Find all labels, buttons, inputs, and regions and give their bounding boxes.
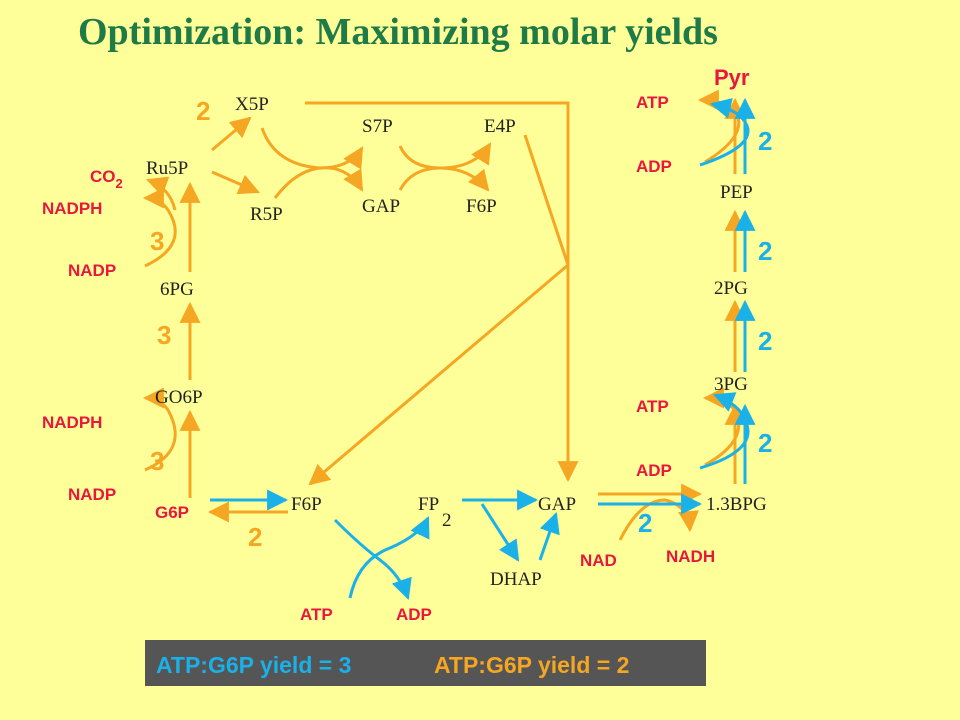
stoich-6pg: 3 xyxy=(157,320,171,350)
label-gap-top: GAP xyxy=(362,196,400,217)
arrow-e4p-junction xyxy=(523,134,570,266)
cofactor-labels: CO2 NADPH NADP NADPH NADP G6P ATP ADP NA… xyxy=(42,93,715,624)
arrow-atp-adp-pfk xyxy=(333,518,412,600)
arrow-x5p-gap xyxy=(305,101,579,483)
arrow-s7p-e4p xyxy=(398,142,492,170)
stoich-3pg: 2 xyxy=(758,326,772,356)
label-2pg: 2PG xyxy=(714,278,748,299)
label-f6p-top: F6P xyxy=(466,196,497,217)
label-nadph-2: NADPH xyxy=(42,413,102,432)
label-r5p: R5P xyxy=(250,204,283,225)
arrow-r5p-gap xyxy=(273,166,364,199)
stoich-gapdh: 2 xyxy=(638,508,652,538)
label-dhap: DHAP xyxy=(490,569,542,590)
stoich-ru5p: 3 xyxy=(150,226,164,256)
arrow-dhap-gap xyxy=(538,512,560,561)
label-co2: CO2 xyxy=(90,167,123,191)
label-nadp-1: NADP xyxy=(68,261,116,280)
label-g6p: G6P xyxy=(155,503,189,522)
metabolite-labels: X5P S7P E4P Ru5P R5P GAP F6P 6PG GO6P F6… xyxy=(146,65,767,590)
label-nadp-2: NADP xyxy=(68,485,116,504)
arrow-adp-atp-pyr-b xyxy=(699,98,750,167)
arrow-nadp-nadph-1 xyxy=(142,387,177,472)
label-pyr: Pyr xyxy=(714,65,750,90)
label-fp: FP xyxy=(418,494,439,515)
label-s7p: S7P xyxy=(362,116,393,137)
label-bpg: 1.3BPG xyxy=(706,494,767,515)
yield-box: ATP:G6P yield = 3 ATP:G6P yield = 2 xyxy=(145,640,706,686)
label-adp-bottom: ADP xyxy=(396,605,432,624)
label-nadph-1: NADPH xyxy=(42,199,102,218)
label-x5p: X5P xyxy=(235,94,269,115)
label-adp-3pg: ADP xyxy=(636,461,672,480)
arrow-fp-dhap xyxy=(480,503,520,562)
label-adp-pyr: ADP xyxy=(636,157,672,176)
stoich-f6p: 2 xyxy=(248,522,262,552)
stoich-bpg: 2 xyxy=(758,428,772,458)
label-fp-subscript: 2 xyxy=(442,510,452,531)
stoich-go6p: 3 xyxy=(150,446,164,476)
page-title: Optimization: Maximizing molar yields xyxy=(78,11,718,53)
arrow-nadp-nadph-2 xyxy=(142,187,177,268)
yield-box-background xyxy=(145,640,706,686)
label-ru5p: Ru5P xyxy=(146,158,188,179)
yield-blue: ATP:G6P yield = 3 xyxy=(156,652,351,678)
label-atp-pyr: ATP xyxy=(636,93,669,112)
label-pep: PEP xyxy=(720,182,753,203)
arrow-f6p-fp xyxy=(348,516,430,599)
blue-arrows xyxy=(210,97,756,600)
arrow-x5p-s7p xyxy=(260,127,364,170)
stoich-x5p: 2 xyxy=(196,96,210,126)
label-go6p: GO6P xyxy=(155,387,203,408)
arrow-adp-atp-3pg-b xyxy=(699,392,750,470)
label-f6p: F6P xyxy=(291,494,322,515)
arrow-co2 xyxy=(146,176,177,211)
arrow-junction-f6p xyxy=(308,263,569,486)
label-atp-3pg: ATP xyxy=(636,397,669,416)
arrow-ru5p-x5p xyxy=(211,116,252,152)
label-3pg: 3PG xyxy=(714,374,748,395)
stoichiometry-labels: 2 3 3 3 2 2 2 2 2 2 xyxy=(150,96,772,552)
label-6pg: 6PG xyxy=(160,279,194,300)
label-nad: NAD xyxy=(580,551,617,570)
arrow-nad-nadh-orange xyxy=(618,498,699,541)
stoich-2pg: 2 xyxy=(758,236,772,266)
label-gap: GAP xyxy=(538,494,576,515)
label-atp-bottom: ATP xyxy=(300,605,333,624)
yield-orange: ATP:G6P yield = 2 xyxy=(434,652,629,678)
stoich-pep: 2 xyxy=(758,126,772,156)
label-nadh: NADH xyxy=(666,547,715,566)
arrow-ru5p-r5p xyxy=(211,170,260,195)
arrow-adp-atp-pyr-o xyxy=(697,89,741,164)
label-e4p: E4P xyxy=(484,116,516,137)
arrow-gap-f6p xyxy=(398,166,490,192)
